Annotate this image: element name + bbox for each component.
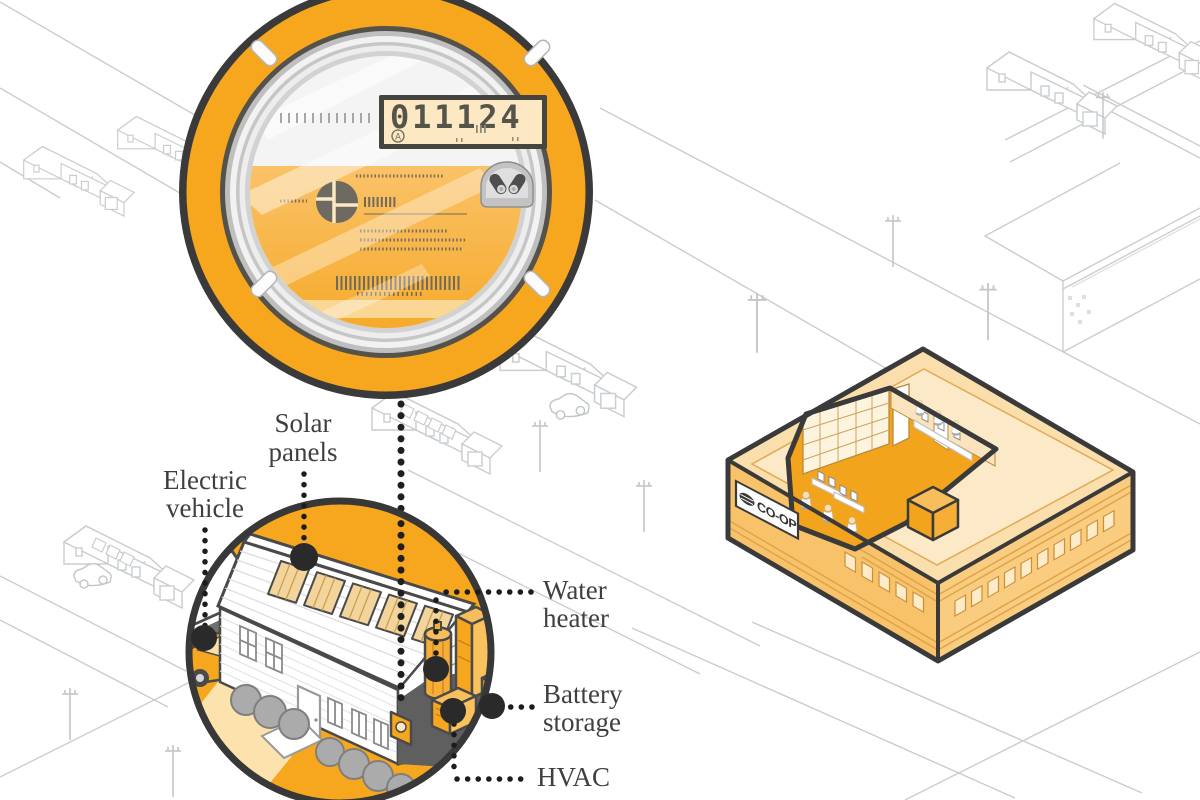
callout-labels: Solar panels Electric vehicle Water heat… bbox=[163, 408, 623, 792]
coop-office-staff bbox=[800, 399, 973, 535]
coop-wall-bands bbox=[727, 483, 1134, 651]
lcd-tick-marks bbox=[456, 125, 519, 142]
label-water-heater: Water heater bbox=[423, 575, 609, 682]
marker-ev bbox=[191, 625, 217, 651]
coop-building: CO-OP bbox=[725, 346, 1136, 664]
home-inset-border bbox=[185, 497, 495, 800]
svg-text:vehicle: vehicle bbox=[166, 493, 244, 523]
marker-solar bbox=[290, 543, 318, 571]
label-hvac: HVAC bbox=[440, 698, 610, 792]
background-house bbox=[63, 525, 195, 609]
bushes bbox=[230, 684, 416, 800]
home-inset bbox=[185, 497, 495, 800]
background-car bbox=[73, 563, 112, 589]
svg-text:HVAC: HVAC bbox=[537, 762, 610, 792]
coop-windows-left bbox=[844, 551, 925, 614]
background-warehouse bbox=[983, 162, 1200, 353]
svg-text:Solar: Solar bbox=[275, 408, 332, 438]
front-windows bbox=[239, 624, 389, 751]
label-solar-panels: Solar panels bbox=[269, 408, 338, 571]
meter-scale-ticks bbox=[280, 113, 370, 123]
label-electric-vehicle: Electric vehicle bbox=[163, 465, 247, 651]
coop-cutaway-edge bbox=[785, 385, 999, 552]
coop-cutaway-interior bbox=[785, 383, 999, 552]
marker-water-heater bbox=[423, 656, 449, 682]
meter-reading: 011124 bbox=[390, 98, 522, 136]
meter-lcd-display: 011124 A bbox=[379, 95, 547, 149]
background-house bbox=[371, 391, 503, 475]
coop-logo-icon bbox=[739, 492, 755, 506]
background-house bbox=[1093, 2, 1200, 83]
marker-battery bbox=[479, 693, 505, 719]
svg-text:panels: panels bbox=[269, 437, 338, 467]
lcd-register-indicator: A bbox=[391, 129, 405, 143]
coop-inner-edges bbox=[726, 458, 1134, 661]
smart-meter-inset: 011124 A bbox=[179, 0, 593, 399]
meter-fine-print bbox=[280, 174, 467, 296]
marker-hvac bbox=[440, 698, 466, 724]
svg-text:Water: Water bbox=[543, 575, 607, 605]
svg-text:heater: heater bbox=[543, 603, 609, 633]
background-car bbox=[549, 392, 590, 420]
meter-barcode bbox=[364, 197, 396, 207]
svg-text:Electric: Electric bbox=[163, 465, 247, 495]
meter-mounting-tabs bbox=[250, 39, 551, 298]
svg-text:A: A bbox=[395, 133, 401, 143]
utility-logo-icon bbox=[316, 181, 358, 223]
label-battery-storage: Battery storage bbox=[479, 679, 623, 737]
svg-text:Battery: Battery bbox=[543, 679, 623, 709]
coop-windows-right bbox=[954, 509, 1115, 617]
coop-rooftop-unit bbox=[906, 485, 960, 542]
home-smart-meter bbox=[389, 710, 413, 747]
svg-text:storage: storage bbox=[543, 707, 621, 737]
meter-barcode-large bbox=[336, 276, 460, 290]
optical-port bbox=[480, 161, 534, 208]
